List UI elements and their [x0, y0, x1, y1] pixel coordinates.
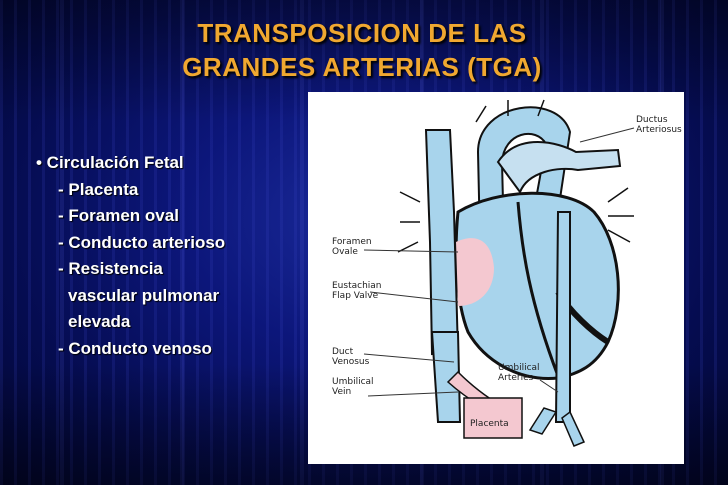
label-foramen-2: Ovale — [332, 247, 358, 257]
descending-aorta — [554, 211, 571, 423]
heart-illustration: Placenta Ductus Arteriosus Foramen Ovale… — [332, 99, 682, 447]
label-duct-1: Duct — [332, 347, 354, 357]
label-eustachian-2: Flap Valve — [332, 291, 379, 301]
right-atrium-pink — [456, 238, 494, 306]
bullet-list: • Circulación Fetal - Placenta - Foramen… — [36, 150, 306, 362]
superior-vena-cava — [424, 129, 460, 356]
pulmonary-artery — [496, 141, 622, 195]
heart-body — [454, 191, 620, 380]
inferior-vena-cava — [430, 331, 462, 423]
bullet-item-resistencia-cont: vascular pulmonar — [68, 285, 220, 305]
label-umb-art-1: Umbilical — [498, 363, 540, 373]
bullet-item-foramen: - Foramen oval — [58, 206, 179, 225]
leader-lines — [363, 127, 635, 397]
ventricular-septum — [516, 201, 560, 377]
label-eustachian-1: Eustachian — [332, 281, 382, 291]
bullet-item-resistencia: - Resistencia — [58, 259, 163, 278]
bullet-item-elevada: elevada — [68, 312, 131, 331]
bullet-item-conducto-venoso: - Conducto venoso — [58, 338, 212, 358]
placenta-label: Placenta — [470, 419, 509, 429]
placenta-box — [463, 397, 523, 439]
label-foramen-1: Foramen — [332, 237, 372, 247]
bullet-item-conducto-arterioso: - Conducto arterioso — [58, 232, 226, 252]
label-umb-vein-2: Vein — [332, 387, 351, 397]
label-umb-vein-1: Umbilical — [332, 377, 374, 387]
label-ductus-2: Arteriosus — [636, 125, 682, 135]
fetal-circulation-diagram: Placenta Ductus Arteriosus Foramen Ovale… — [308, 92, 684, 464]
label-umb-art-2: Arteries — [498, 373, 534, 383]
slide-title: TRANSPOSICION DE LAS GRANDES ARTERIAS (T… — [120, 16, 604, 84]
bullet-main: • Circulación Fetal — [36, 153, 184, 172]
umbilical-arteries — [528, 407, 586, 447]
title-line-2: GRANDES ARTERIAS (TGA) — [182, 52, 542, 82]
label-duct-2: Venosus — [332, 357, 370, 367]
label-ductus-1: Ductus — [636, 115, 668, 125]
bullet-item-placenta: - Placenta — [58, 179, 139, 199]
title-line-1: TRANSPOSICION DE LAS — [197, 18, 527, 48]
